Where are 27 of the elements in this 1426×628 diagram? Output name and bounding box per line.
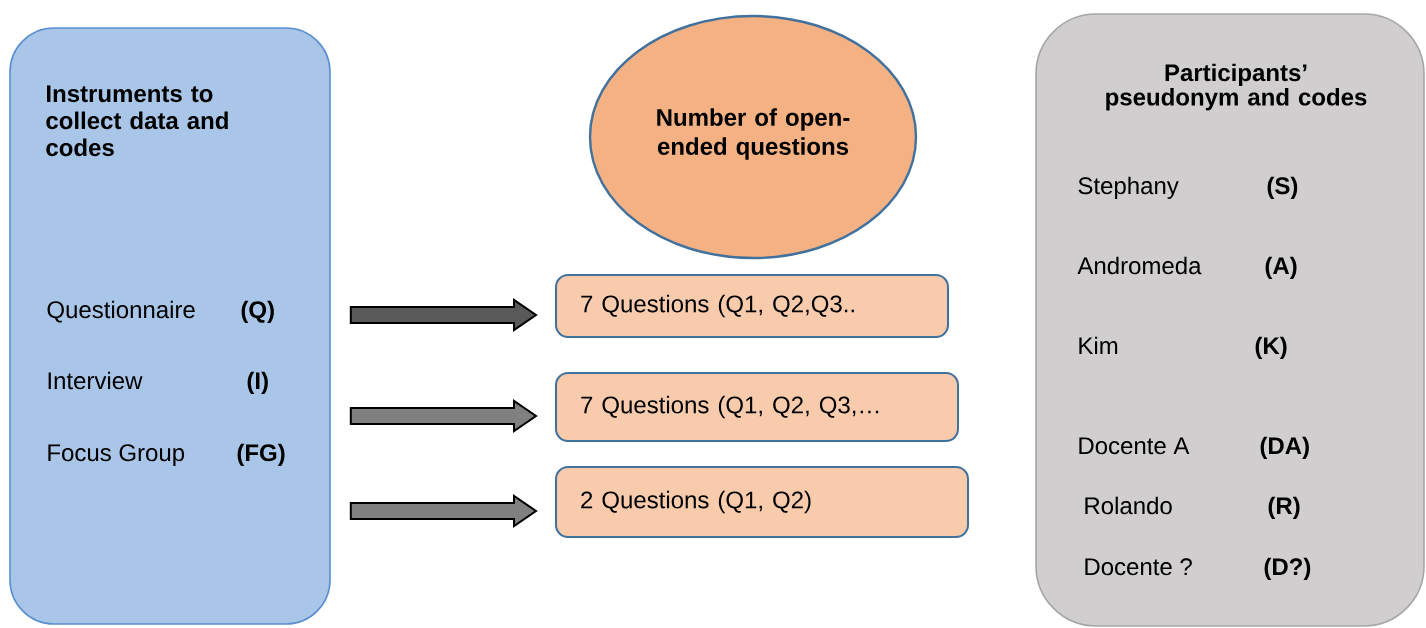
- code-text: (D?): [1264, 557, 1311, 580]
- block-arrow: [349, 494, 538, 528]
- name-text: Stephany: [1078, 176, 1179, 199]
- name-text: Interview: [48, 371, 143, 390]
- question-box: 7 Questions (Q1, Q2,Q3..: [555, 274, 949, 338]
- name-text: Questionnaire: [47, 300, 195, 323]
- heading: Number of open-ended questions: [657, 108, 850, 160]
- code-text: (I): [247, 371, 268, 394]
- code-text: (DA): [1260, 436, 1309, 459]
- name-text: Docente A: [1079, 437, 1190, 455]
- question-box: 2 Questions (Q1, Q2): [555, 466, 969, 538]
- code-text: (FG): [237, 443, 285, 466]
- code-text: (K): [1255, 336, 1287, 359]
- code-text: (A): [1265, 256, 1297, 279]
- name-text: Andromeda: [1077, 256, 1202, 275]
- code-text: (S): [1267, 176, 1298, 199]
- question-box: 7 Questions (Q1, Q2, Q3,…: [555, 372, 959, 442]
- code-text: (R): [1268, 496, 1300, 519]
- name-text: Focus Group: [48, 444, 185, 466]
- heading: Instruments to collect data and codes: [46, 85, 228, 157]
- name-text: Docente ?: [1085, 558, 1192, 576]
- name-text: Kim: [1079, 336, 1118, 354]
- name-text: Rolando: [1085, 496, 1172, 515]
- code-text: (Q): [241, 300, 274, 323]
- block-arrow: [349, 298, 538, 332]
- block-arrow: [349, 399, 538, 433]
- heading: Participants’ pseudonym and codes: [1106, 63, 1367, 111]
